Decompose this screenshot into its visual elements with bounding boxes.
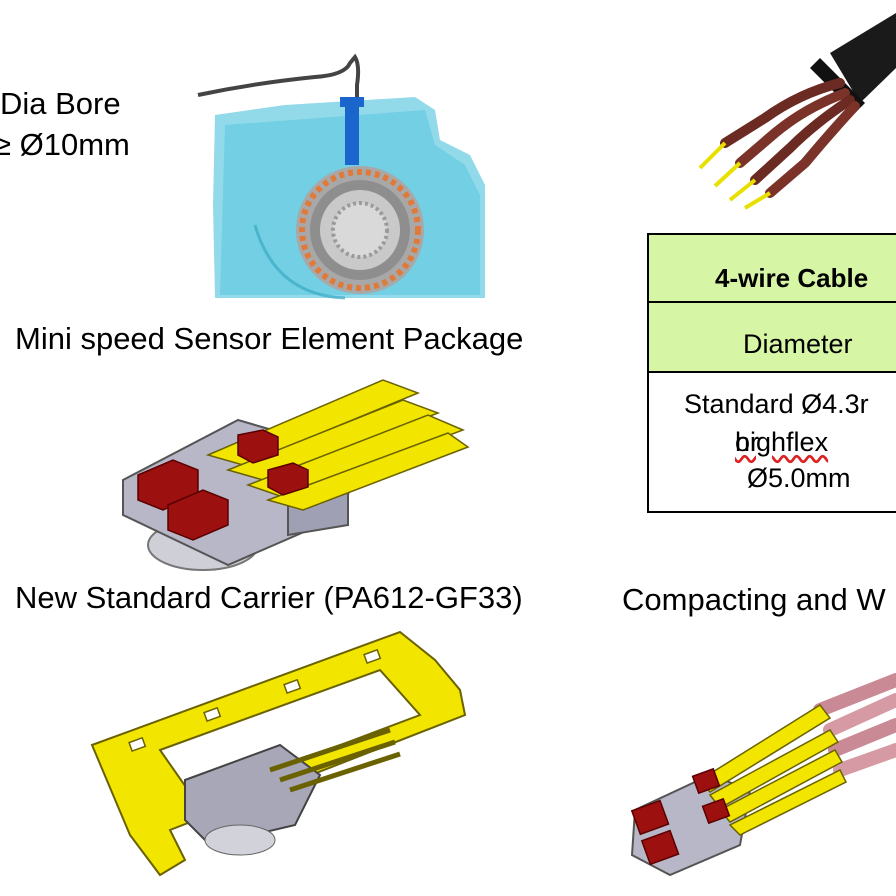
cell-line2-flagged: highflex xyxy=(735,427,829,457)
table-header: 4-wire Cable xyxy=(649,235,896,303)
cable-spec-table: 4-wire Cable Diameter Standard Ø4.3r or … xyxy=(647,233,896,513)
mini-sensor-caption: Mini speed Sensor Element Package xyxy=(15,321,524,356)
sensor-package-illustration xyxy=(122,379,470,571)
bore-label-line2: ≥ Ø10mm xyxy=(0,127,130,162)
carrier-caption: New Standard Carrier (PA612-GF33) xyxy=(15,580,523,615)
table-header-label: 4-wire Cable xyxy=(715,263,869,293)
bore-label-line1: Dia Bore xyxy=(0,86,121,121)
cell-line1: Standard Ø4.3r xyxy=(684,389,869,419)
bore-sensor-illustration xyxy=(197,53,485,300)
four-wire-cable-illustration xyxy=(698,13,896,210)
column-label: Diameter xyxy=(743,329,853,359)
cell-line3: Ø5.0mm xyxy=(747,463,851,493)
table-column-header: Diameter xyxy=(649,303,896,373)
cell-line2-prefix: or xyxy=(735,427,760,457)
carrier-frame-illustration xyxy=(90,630,467,877)
compacted-assembly-illustration xyxy=(630,673,896,877)
compacting-caption: Compacting and W xyxy=(622,582,886,617)
